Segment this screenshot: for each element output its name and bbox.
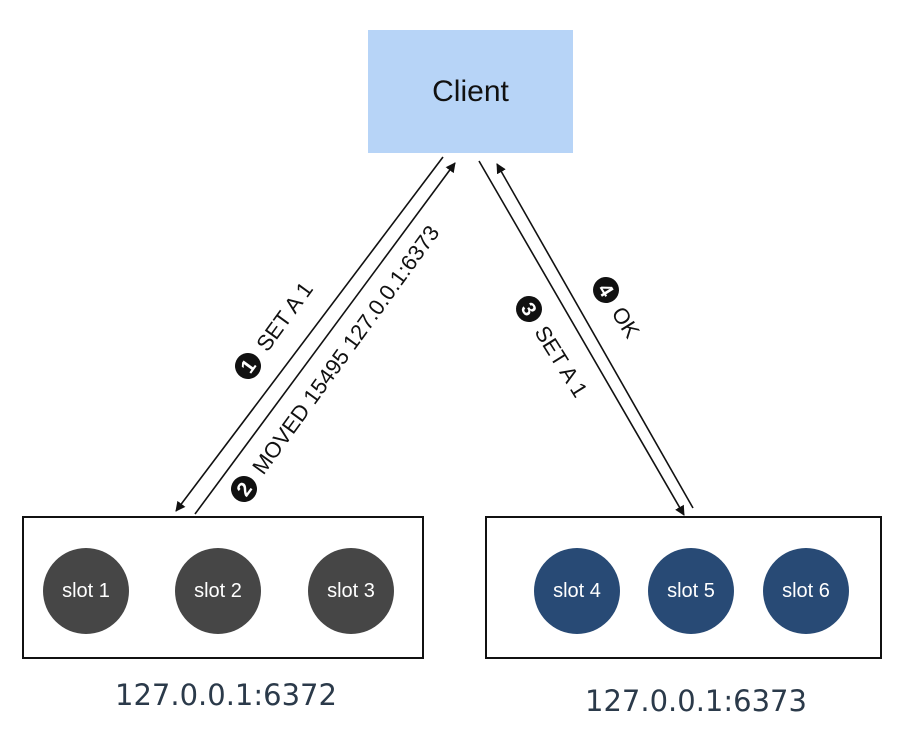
slot-label: slot 1: [62, 579, 110, 602]
slot-circle: slot 6: [763, 548, 849, 634]
slot-label: slot 5: [667, 579, 715, 602]
slot-label: slot 4: [553, 579, 601, 602]
slot-label: slot 2: [194, 579, 242, 602]
step-3-text: SET A 1: [530, 321, 593, 401]
arrow-step-1: [175, 156, 444, 512]
step-3-label: 3 SET A 1: [516, 296, 593, 402]
node-address-6373: 127.0.0.1:6373: [585, 684, 807, 718]
step-1-badge: [235, 353, 261, 379]
step-4-text: OK: [607, 302, 645, 342]
node-address-6372: 127.0.0.1:6372: [115, 678, 337, 712]
arrow-step-2: [194, 162, 456, 515]
node-box-6373: slot 4 slot 5 slot 6: [485, 516, 882, 659]
slot-circle: slot 5: [648, 548, 734, 634]
step-1-label: 1 SET A 1: [235, 277, 318, 379]
arrow-step-4: [496, 163, 694, 509]
slot-circle: slot 1: [43, 548, 129, 634]
step-2-badge: [231, 476, 257, 502]
slot-label: slot 3: [327, 579, 375, 602]
slot-label: slot 6: [782, 579, 830, 602]
slot-circle: slot 4: [534, 548, 620, 634]
node-box-6372: slot 1 slot 2 slot 3: [22, 516, 424, 659]
client-label: Client: [432, 74, 509, 108]
slot-circle: slot 3: [308, 548, 394, 634]
step-2-text: MOVED 15495 127.0.0.1:6373: [247, 221, 444, 479]
step-3-badge: [516, 296, 542, 322]
arrow-step-3: [478, 160, 685, 516]
slot-circle: slot 2: [175, 548, 261, 634]
step-1-text: SET A 1: [251, 277, 318, 356]
step-4-label: 4 OK: [593, 277, 645, 343]
step-4-badge: [593, 277, 619, 303]
client-box: Client: [368, 30, 573, 153]
